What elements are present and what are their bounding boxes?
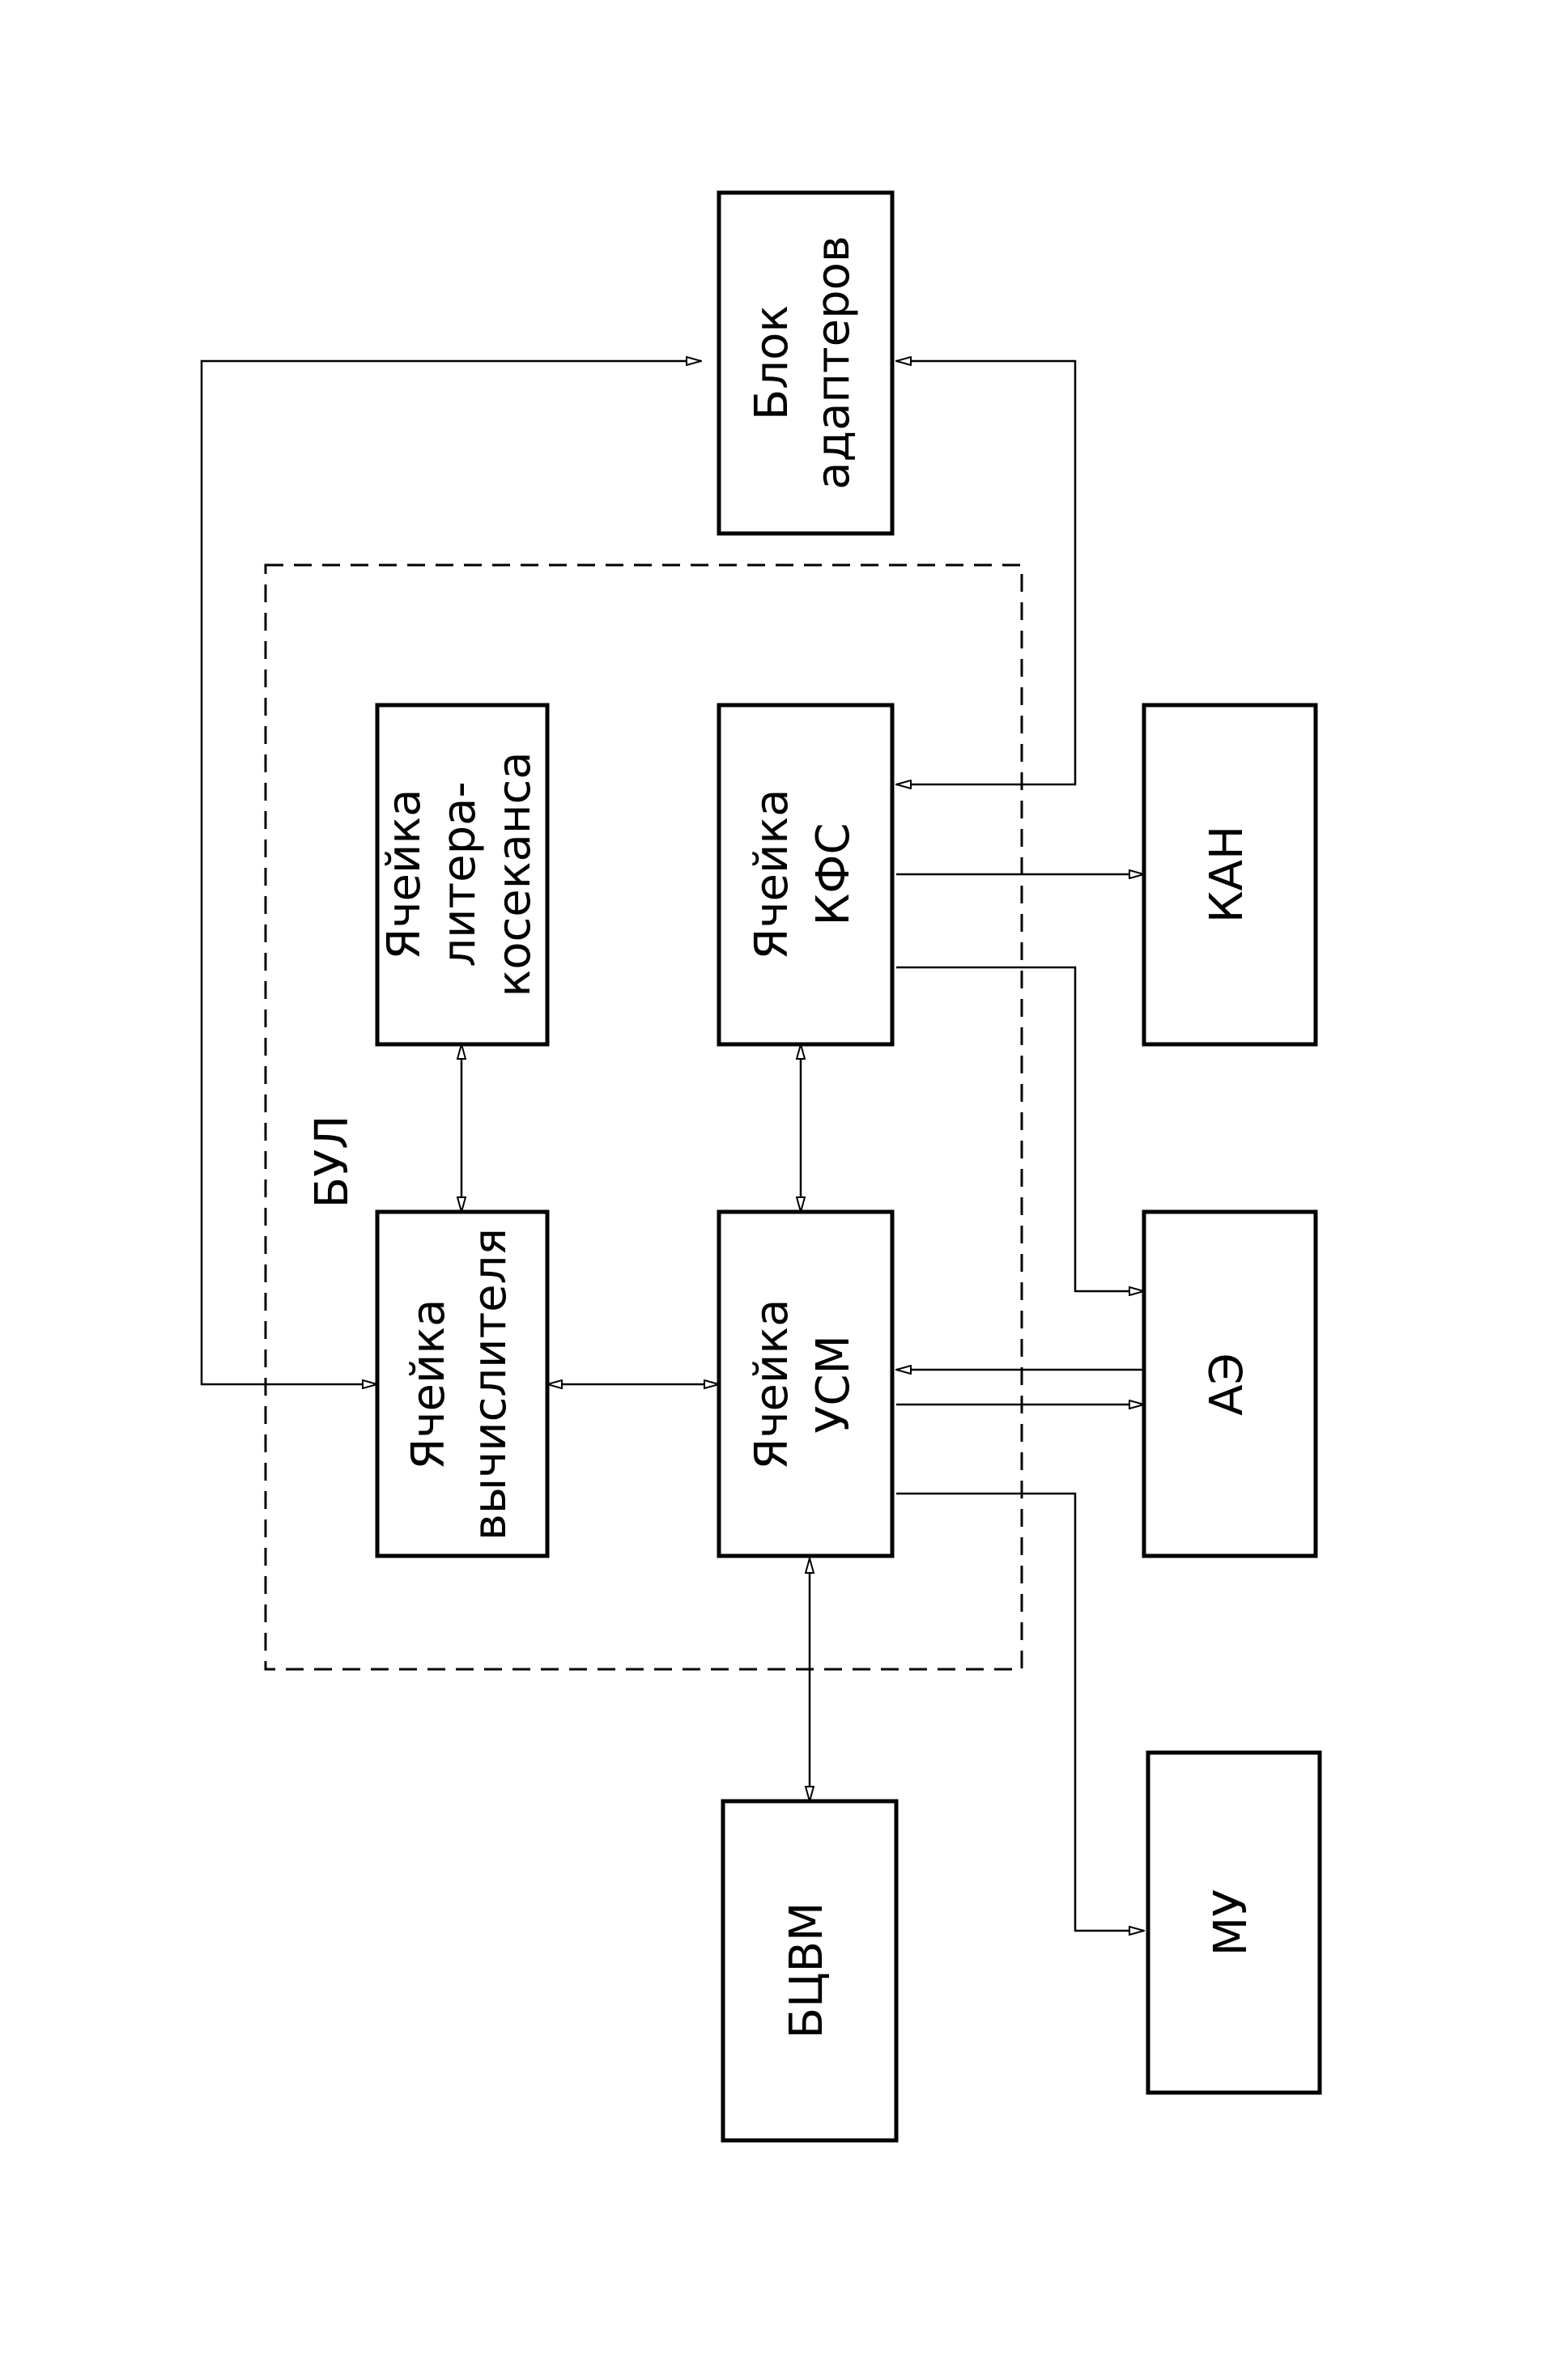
block-usm-line1: Ячейка <box>746 1299 798 1470</box>
block-usm: Ячейка УСМ <box>717 1209 895 1558</box>
svg-text:БУЛ: БУЛ <box>306 1116 359 1209</box>
block-kan: КАН <box>1142 703 1318 1047</box>
block-litera-cosecant: Ячейка литера- косеканса <box>375 703 550 1047</box>
block-litera-line3: косеканса <box>488 751 541 997</box>
block-mu-label: МУ <box>1205 1889 1257 1956</box>
block-litera-line2: литера- <box>433 781 486 967</box>
block-calculator: Ячейка вычислителя <box>375 1209 550 1558</box>
block-az-label: АЭ <box>1201 1353 1253 1415</box>
bul-group-label: БУЛ <box>306 1116 359 1209</box>
block-bcvm-label: БЦВМ <box>780 1902 833 2039</box>
link-calc-to-adapters <box>200 361 701 1384</box>
block-adapters: Блок адаптеров <box>717 190 895 536</box>
block-bcvm: БЦВМ <box>721 1799 899 2143</box>
block-mu: МУ <box>1146 1750 1322 2095</box>
block-az: АЭ <box>1142 1209 1318 1558</box>
block-adapters-line1: Блок <box>746 305 798 420</box>
block-kan-label: КАН <box>1201 826 1253 923</box>
block-usm-line2: УСМ <box>807 1335 860 1434</box>
block-litera-line1: Ячейка <box>378 789 431 960</box>
link-usm-mu <box>896 1492 1144 1931</box>
block-kfs-line1: Ячейка <box>746 789 798 960</box>
block-adapters-line2: адаптеров <box>807 236 860 490</box>
block-calc-line2: вычислителя <box>464 1228 517 1541</box>
block-kfs: Ячейка КФС <box>717 703 895 1047</box>
block-kfs-line2: КФС <box>807 822 860 925</box>
link-kfs-az <box>896 966 1144 1291</box>
link-adapters-kfs <box>896 361 1077 784</box>
block-calc-line1: Ячейка <box>402 1299 455 1470</box>
